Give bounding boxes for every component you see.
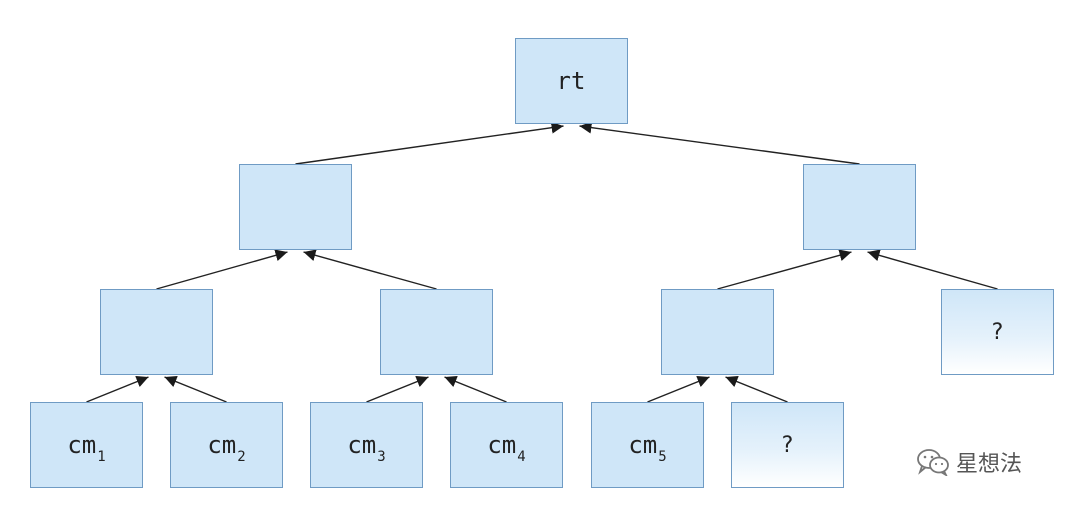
level2-pending-label: ? — [991, 319, 1004, 345]
edge-leaf_4-to-l2_b — [444, 375, 507, 403]
leaf-pending-label: ? — [781, 432, 794, 458]
watermark-text: 星想法 — [956, 452, 1023, 477]
leaf-label-cm3: cm3 — [347, 431, 386, 465]
leaf-label-cm4: cm4 — [487, 431, 526, 465]
edge-leaf_6-to-l2_c — [725, 375, 788, 403]
edge-leaf_3-to-l2_b — [366, 375, 429, 403]
edge-leaf_2-to-l2_a — [164, 375, 227, 403]
root-node: rt — [515, 38, 628, 124]
edge-l2_a-to-l1_left — [156, 249, 288, 290]
leaf-label-cm1: cm1 — [67, 431, 106, 465]
level2-pending-node: ? — [941, 289, 1054, 375]
level2-node-a — [100, 289, 213, 375]
leaf-pending-node: ? — [731, 402, 844, 488]
root-node-label: rt — [556, 67, 586, 95]
leaf-node-cm3: cm3 — [310, 402, 423, 488]
edge-l1_left-to-root — [295, 121, 564, 165]
edge-l2_c-to-l1_right — [717, 249, 852, 290]
leaf-node-cm5: cm5 — [591, 402, 704, 488]
edge-l1_right-to-root — [579, 121, 860, 165]
edge-l2_d-to-l1_right — [867, 249, 998, 290]
wechat-icon — [917, 449, 949, 476]
edge-leaf_1-to-l2_a — [86, 375, 149, 403]
leaf-label-cm5: cm5 — [628, 431, 667, 465]
level2-node-c — [661, 289, 774, 375]
leaf-node-cm2: cm2 — [170, 402, 283, 488]
leaf-node-cm1: cm1 — [30, 402, 143, 488]
edge-leaf_5-to-l2_c — [647, 375, 710, 403]
level1-right-node — [803, 164, 916, 250]
leaf-label-cm2: cm2 — [207, 431, 246, 465]
level1-left-node — [239, 164, 352, 250]
watermark: 星想法 — [916, 446, 1022, 478]
edge-l2_b-to-l1_left — [303, 249, 437, 290]
leaf-node-cm4: cm4 — [450, 402, 563, 488]
level2-node-b — [380, 289, 493, 375]
